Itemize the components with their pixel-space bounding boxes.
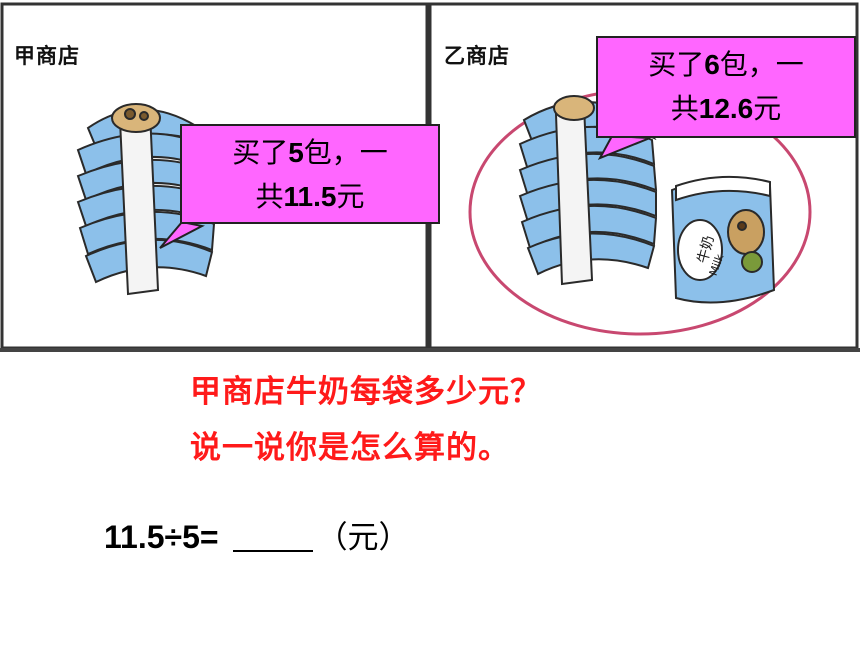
left-speech-bubble: 买了5包，一 共11.5元 — [180, 124, 440, 224]
carton-label-cn: 牛奶 — [695, 234, 718, 265]
milk-carton — [670, 175, 776, 304]
answer-blank[interactable] — [232, 520, 313, 552]
equation-unit: （元） — [316, 520, 410, 556]
right-panel-label: 乙商店 — [444, 44, 510, 68]
division-equation: 11.5÷5= （元） — [104, 512, 410, 557]
question-line-2: 说一说你是怎么算的。 — [190, 430, 510, 466]
question-line-1: 甲商店牛奶每袋多少元？ — [190, 374, 542, 410]
equation-expression: 11.5÷5= — [104, 519, 219, 555]
left-panel-label: 甲商店 — [14, 44, 80, 68]
milk-packet-stack-left — [76, 103, 216, 296]
right-speech-bubble: 买了6包，一 共12.6元 — [596, 36, 856, 138]
milk-packet-stack-right — [518, 95, 658, 286]
left-bubble-tail — [159, 220, 205, 249]
